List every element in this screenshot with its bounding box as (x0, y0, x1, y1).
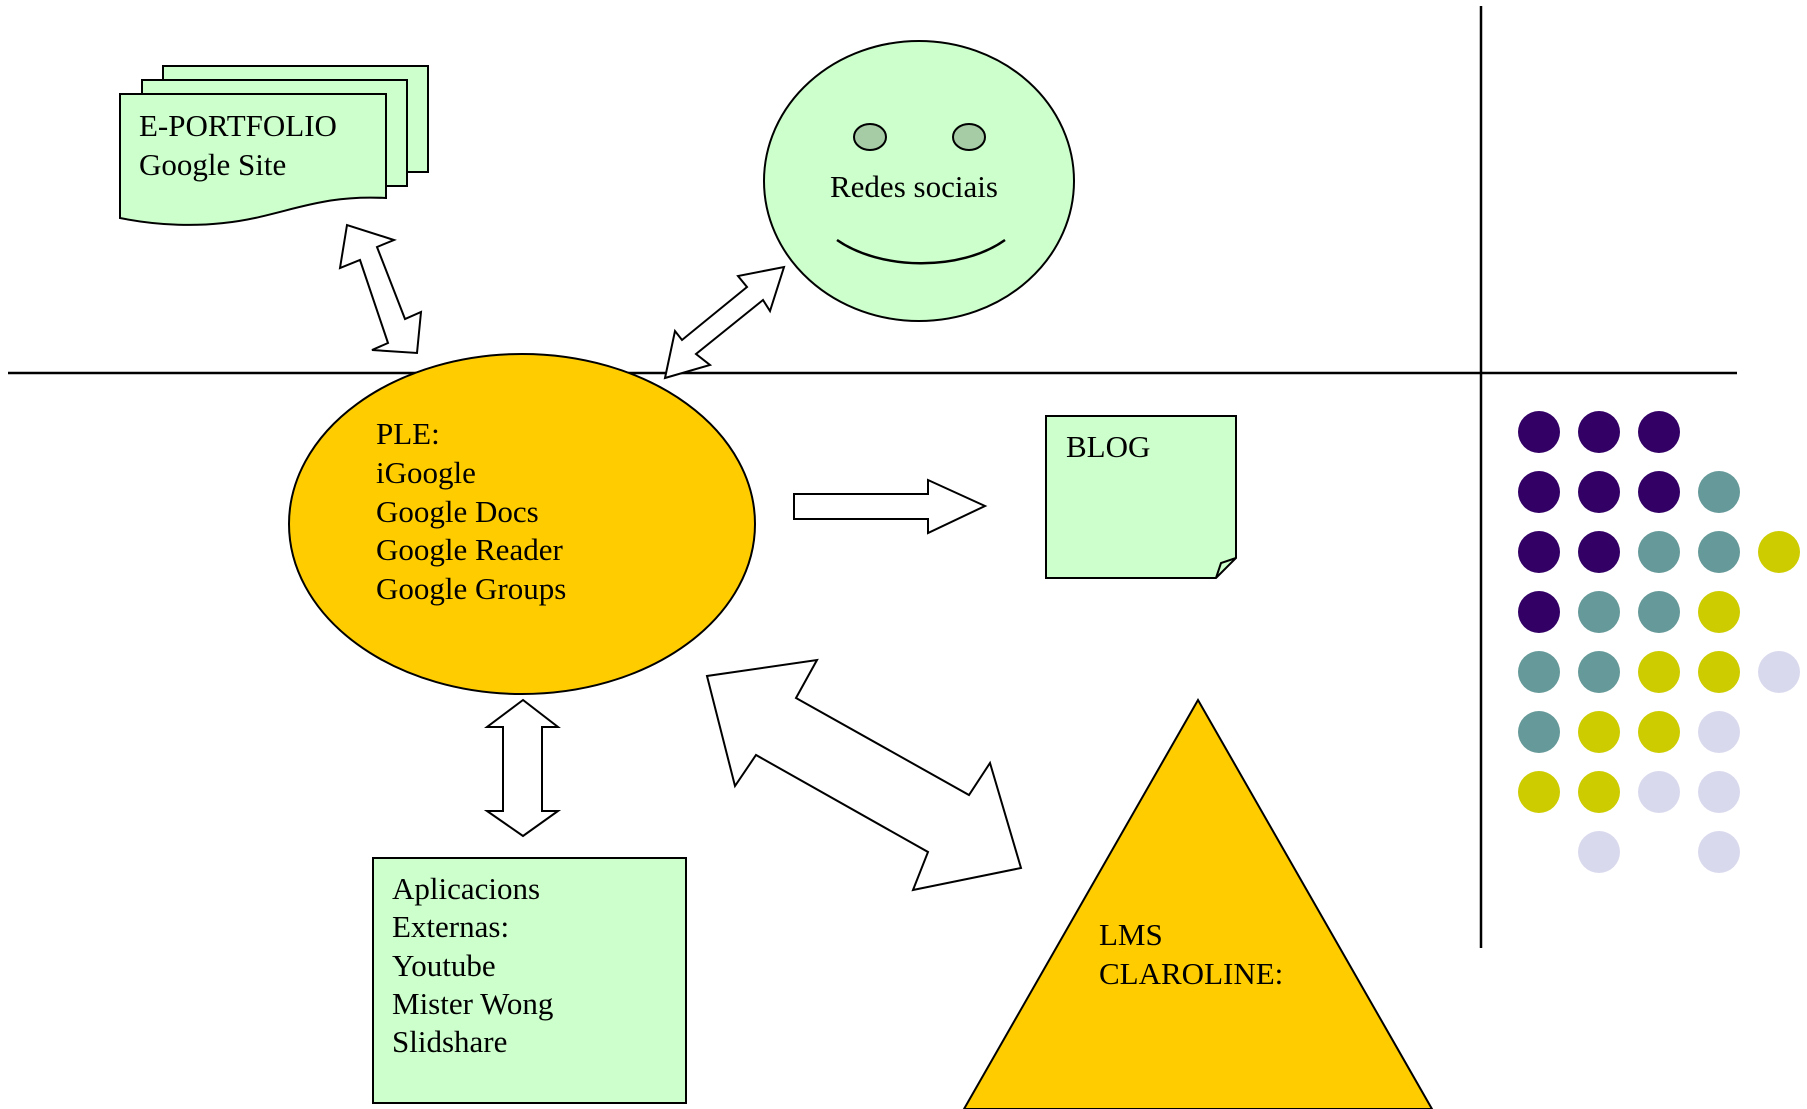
dot-purple-r1-c1 (1578, 471, 1620, 513)
dot-purple-r3-c0 (1518, 591, 1560, 633)
dot-lavender-r6-c2 (1638, 771, 1680, 813)
ple-lms-double-arrow (705, 658, 1023, 892)
dot-teal-r3-c2 (1638, 591, 1680, 633)
dot-purple-r0-c2 (1638, 411, 1680, 453)
external-apps-line-5: Slidshare (392, 1024, 507, 1059)
smiley-mouth (836, 238, 1006, 265)
external-apps-line-4: Mister Wong (392, 986, 553, 1021)
dot-lavender-r7-c1 (1578, 831, 1620, 873)
dot-purple-r0-c0 (1518, 411, 1560, 453)
smiley-right-eye (952, 123, 986, 151)
external-apps-box (372, 857, 687, 1104)
eportfolio-node: E-PORTFOLIO Google Site (119, 65, 429, 226)
decorative-dot-grid (1518, 411, 1800, 873)
lms-line-2: CLAROLINE: (1099, 956, 1283, 991)
dot-teal-r4-c1 (1578, 651, 1620, 693)
eportfolio-label: E-PORTFOLIO Google Site (139, 108, 345, 182)
dot-olive-r2-c4 (1758, 531, 1800, 573)
dot-olive-r4-c2 (1638, 651, 1680, 693)
dot-lavender-r6-c3 (1698, 771, 1740, 813)
dot-teal-r1-c3 (1698, 471, 1740, 513)
dot-purple-r2-c1 (1578, 531, 1620, 573)
dot-lavender-r5-c3 (1698, 711, 1740, 753)
ple-social-double-arrow (663, 265, 786, 380)
dot-purple-r1-c0 (1518, 471, 1560, 513)
lms-node: LMS CLAROLINE: (962, 697, 1434, 1109)
dot-teal-r5-c0 (1518, 711, 1560, 753)
dot-purple-r1-c2 (1638, 471, 1680, 513)
dot-teal-r2-c3 (1698, 531, 1740, 573)
dot-olive-r5-c2 (1638, 711, 1680, 753)
ple-ellipse (288, 353, 756, 695)
dot-purple-r0-c1 (1578, 411, 1620, 453)
ple-line-5: Google Groups (376, 571, 566, 606)
dot-teal-r4-c0 (1518, 651, 1560, 693)
external-apps-node: Aplicacions Externas: Youtube Mister Won… (372, 857, 687, 1104)
ple-label: PLE: iGoogle Google Docs Google Reader G… (376, 416, 571, 606)
lms-triangle (962, 697, 1434, 1109)
ple-blog-arrow (793, 478, 988, 535)
social-networks-node: Redes sociais (763, 40, 1075, 322)
external-apps-label: Aplicacions Externas: Youtube Mister Won… (392, 871, 561, 1059)
blog-label: BLOG (1066, 429, 1150, 464)
ple-node: PLE: iGoogle Google Docs Google Reader G… (288, 353, 756, 695)
blog-note (1045, 415, 1237, 579)
external-apps-line-3: Youtube (392, 948, 496, 983)
ple-line-2: iGoogle (376, 455, 476, 490)
smiley-face-circle (763, 40, 1075, 322)
dot-lavender-r7-c3 (1698, 831, 1740, 873)
social-line-1: Redes sociais (830, 169, 998, 204)
external-apps-line-2: Externas: (392, 909, 509, 944)
dot-purple-r2-c0 (1518, 531, 1560, 573)
lms-label: LMS CLAROLINE: (1099, 917, 1283, 991)
dot-olive-r6-c0 (1518, 771, 1560, 813)
blog-node: BLOG (1045, 415, 1237, 579)
eportfolio-line-2: Google Site (139, 147, 286, 182)
ple-line-4: Google Reader (376, 532, 563, 567)
external-apps-line-1: Aplicacions (392, 871, 540, 906)
dot-teal-r3-c1 (1578, 591, 1620, 633)
dot-olive-r5-c1 (1578, 711, 1620, 753)
eportfolio-front-document (119, 93, 387, 226)
dot-olive-r3-c3 (1698, 591, 1740, 633)
dot-teal-r2-c2 (1638, 531, 1680, 573)
smiley-left-eye (853, 123, 887, 151)
dot-olive-r4-c3 (1698, 651, 1740, 693)
lms-line-1: LMS (1099, 917, 1163, 952)
eportfolio-line-1: E-PORTFOLIO (139, 108, 337, 143)
blog-line-1: BLOG (1066, 429, 1150, 464)
eportfolio-ple-double-arrow (338, 223, 423, 355)
ple-line-3: Google Docs (376, 494, 539, 529)
dot-olive-r6-c1 (1578, 771, 1620, 813)
ple-line-1: PLE: (376, 416, 440, 451)
social-networks-label: Redes sociais (830, 169, 998, 204)
ple-external-apps-double-arrow (483, 698, 562, 838)
dot-lavender-r4-c4 (1758, 651, 1800, 693)
blog-note-fold (1215, 557, 1237, 579)
